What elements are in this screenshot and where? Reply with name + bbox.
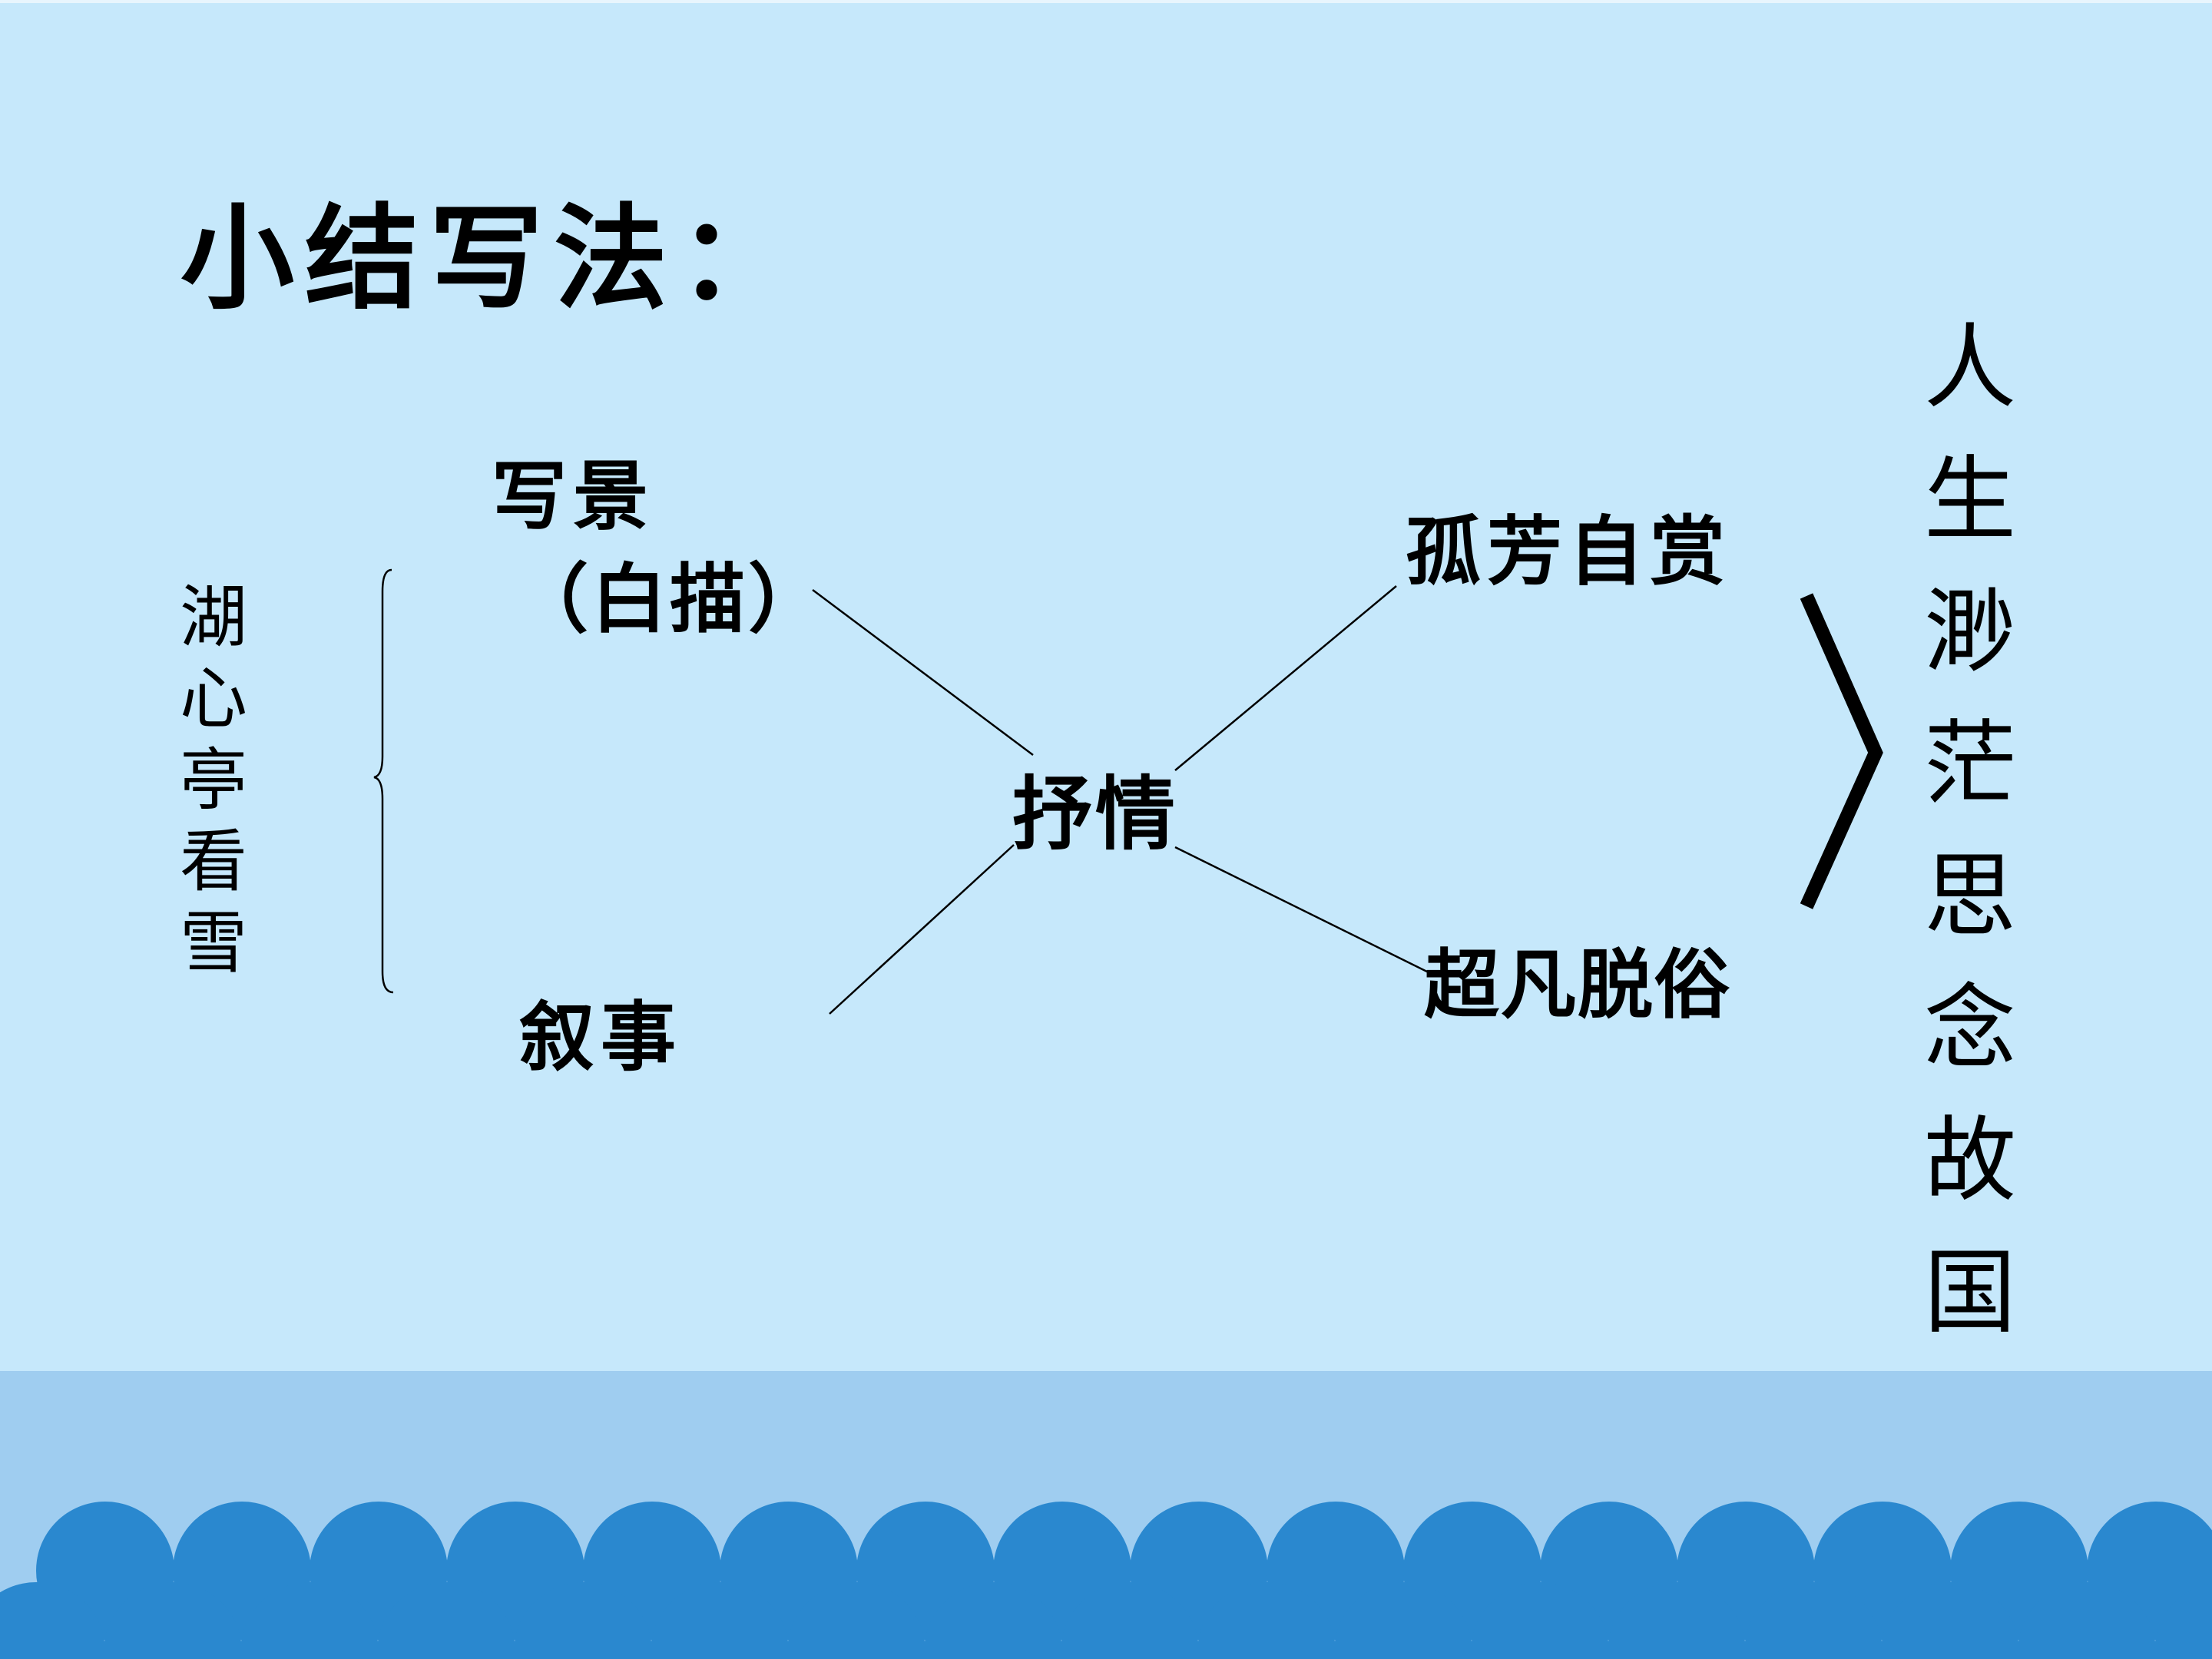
left-vertical-label: 湖 心 亭 看 雪 <box>175 584 252 991</box>
wave-circle <box>240 1582 379 1659</box>
slide-title: 小结写法： <box>180 191 803 325</box>
conclusion-char: 茫 <box>1924 711 2016 818</box>
wave-circle <box>1881 1582 2019 1659</box>
wave-circle <box>1197 1582 1336 1659</box>
wave-circle <box>924 1582 1062 1659</box>
wave-pattern <box>0 1502 2212 1659</box>
wave-circle <box>0 1582 105 1659</box>
left-brace-icon <box>373 568 394 994</box>
node-shuqing: 抒情 <box>1012 767 1179 861</box>
node-chaofan: 超凡脱俗 <box>1424 941 1732 1029</box>
wave-circle <box>1744 1582 1883 1659</box>
conclusion-char: 生 <box>1924 447 2016 554</box>
conclusion-char: 念 <box>1924 975 2016 1082</box>
conclusion-char: 渺 <box>1924 579 2016 686</box>
wave-circle <box>2018 1582 2156 1659</box>
connector-xiejing-shuqing <box>812 588 1034 757</box>
conclusion-char: 故 <box>1924 1108 2016 1214</box>
conclusion-char: 国 <box>1924 1240 2016 1346</box>
wave-circle <box>651 1582 789 1659</box>
node-gufang: 孤芳自赏 <box>1406 508 1732 596</box>
wave-circle <box>2154 1583 2212 1659</box>
wave-circle <box>1061 1582 1199 1659</box>
left-label-char: 雪 <box>179 903 247 982</box>
connector-xushi-shuqing <box>829 844 1015 1015</box>
node-xushi: 叙事 <box>519 993 683 1081</box>
node-baimiao: （白描） <box>513 555 827 644</box>
wave-circle <box>1471 1582 1609 1659</box>
wave-circle <box>104 1582 242 1659</box>
connector-shuqing-gufang <box>1174 585 1397 771</box>
right-vertical-conclusion: 人 生 渺 茫 思 念 故 国 <box>1920 323 2020 1379</box>
connector-shuqing-chaofan <box>1174 846 1435 977</box>
wave-circle <box>1334 1582 1472 1659</box>
left-label-char: 湖 <box>179 578 247 657</box>
wave-circle <box>787 1582 926 1659</box>
left-label-char: 亭 <box>179 740 247 820</box>
node-xiejing: 写景 <box>492 452 655 541</box>
wave-circle <box>514 1582 652 1659</box>
left-label-char: 心 <box>179 659 247 738</box>
wave-circle <box>1608 1582 1746 1659</box>
conclusion-char: 思 <box>1924 843 2016 950</box>
left-label-char: 看 <box>179 822 247 901</box>
right-angle-bracket-icon <box>1800 593 1883 909</box>
conclusion-char: 人 <box>1924 315 2016 422</box>
wave-circle <box>377 1582 515 1659</box>
